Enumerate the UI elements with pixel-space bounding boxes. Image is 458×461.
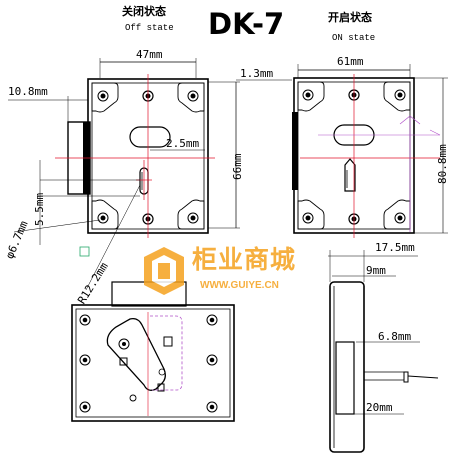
on-state-lock-body (236, 64, 448, 238)
dim-10-8: 10.8mm (8, 85, 48, 98)
on-state-title-cn: 开启状态 (328, 11, 372, 24)
logo-emblem-icon (144, 247, 184, 295)
dim-5-5: 5.5mm (33, 192, 46, 226)
dim-66: 66mm (231, 153, 244, 181)
dim-1-3: 1.3mm (240, 67, 274, 80)
dim-17-5: 17.5mm (375, 241, 415, 254)
dim-width-off: 47mm (136, 48, 163, 61)
dim-20: 20mm (366, 401, 393, 414)
dim-9: 9mm (366, 264, 386, 277)
dim-2-5: 2.5mm (166, 137, 200, 150)
dim-6-8: 6.8mm (378, 330, 412, 343)
model-title: DK-7 (208, 7, 285, 41)
side-view (328, 250, 439, 453)
dim-80-8: 80.8mm (436, 144, 449, 184)
watermark-name: 柜业商城 (192, 245, 297, 274)
off-state-title-en: Off state (125, 23, 174, 33)
rear-view (71, 281, 235, 422)
watermark-logo: 柜业商城 WWW.GUIYE.CN (140, 245, 330, 297)
off-state-lock-body (8, 58, 240, 291)
on-state-title-en: ON state (332, 33, 376, 43)
dim-width-on: 61mm (337, 55, 364, 68)
watermark-url: WWW.GUIYE.CN (200, 280, 279, 291)
off-state-title-cn: 关闭状态 (122, 5, 166, 18)
